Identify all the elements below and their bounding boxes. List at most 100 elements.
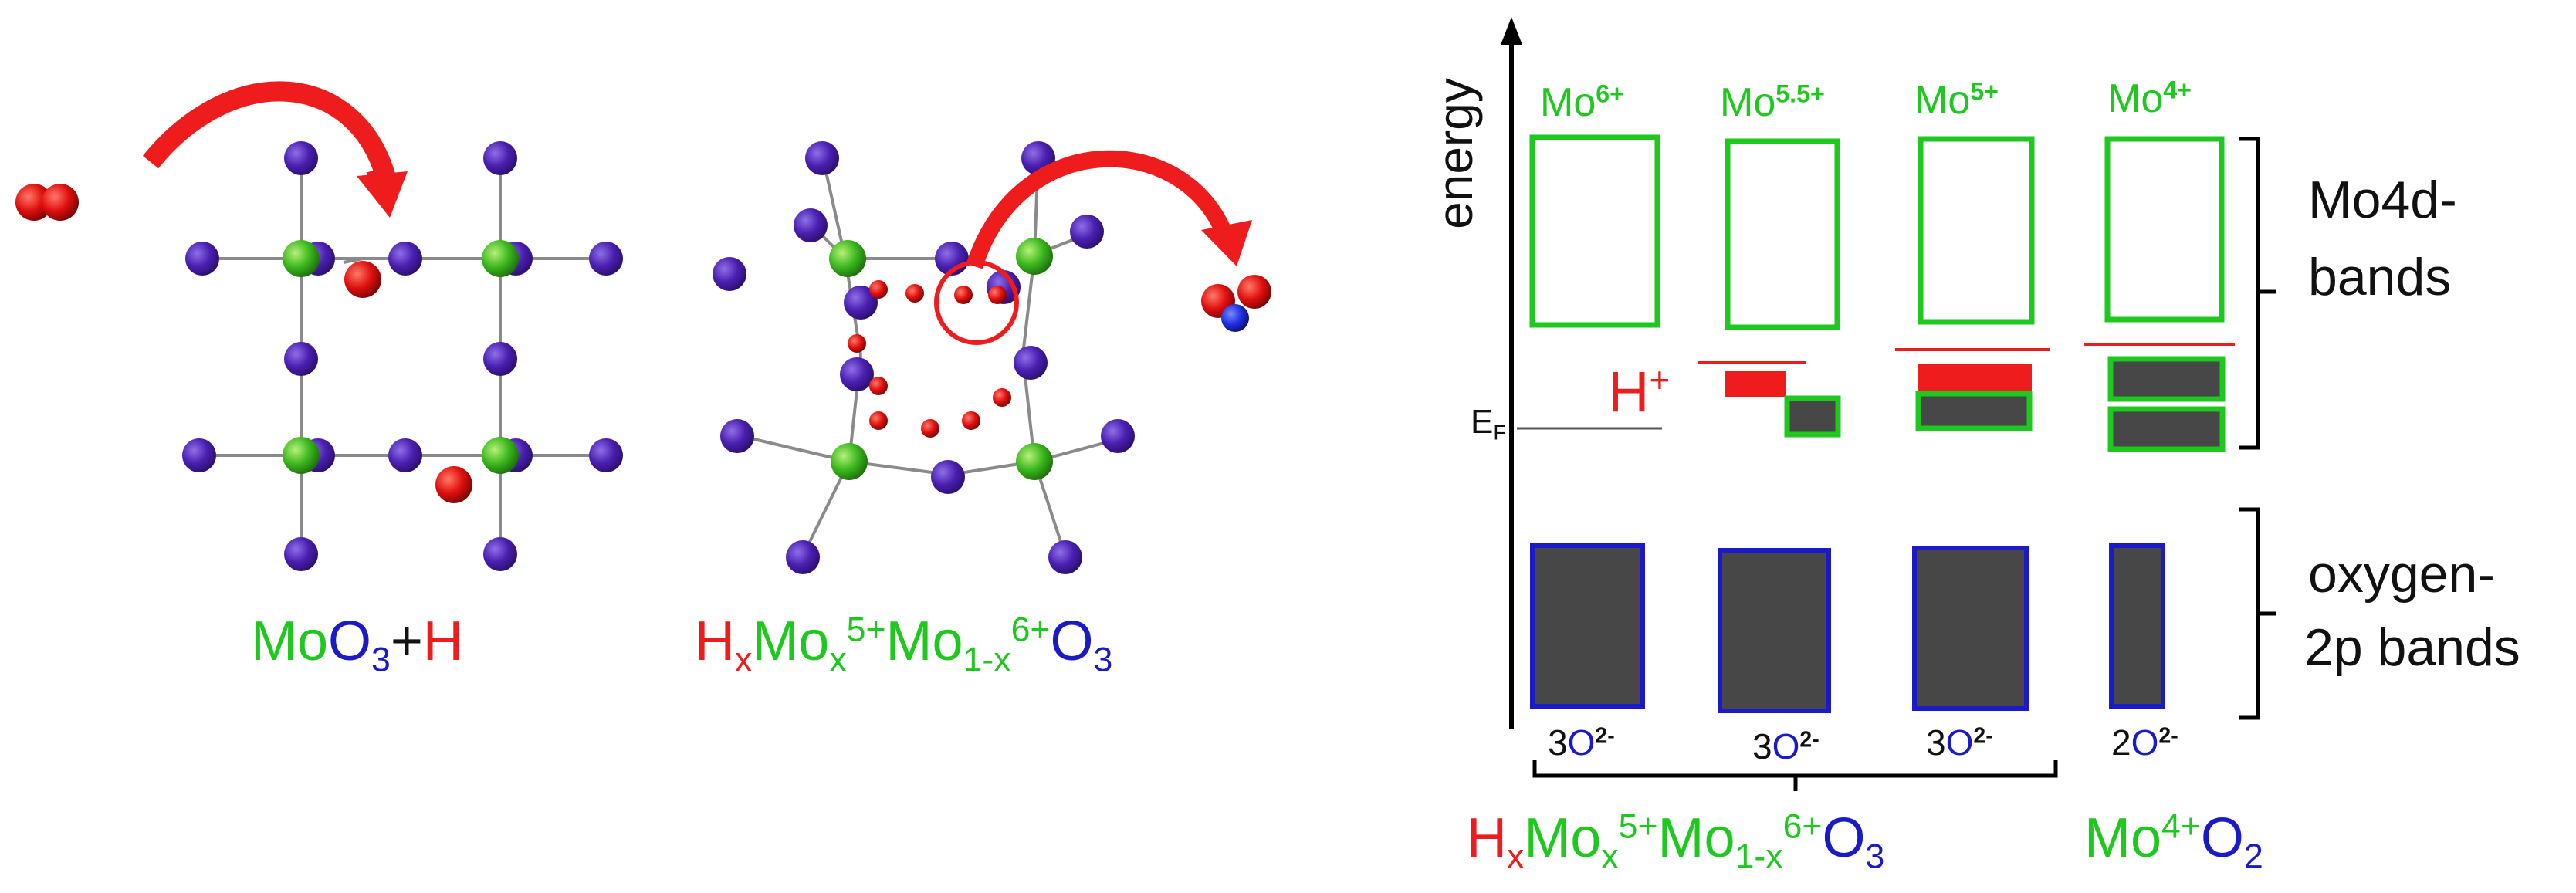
oxygen-atom	[388, 438, 422, 472]
oxygen-symbol: O	[1945, 722, 1974, 763]
oxygen-symbol: O	[1772, 726, 1800, 766]
formula-mo-sub: x	[1601, 837, 1619, 876]
oxygen-symbol: O	[2131, 722, 2159, 763]
formula-mo-sup: 4+	[2161, 807, 2201, 846]
formula-hxmoo3: HxMox5+Mo1-x6+O3	[695, 610, 1112, 679]
oxygen-atom	[483, 141, 517, 175]
proton-state-mo5	[1918, 364, 2032, 391]
formula-h: H	[422, 611, 463, 672]
oxygen-atom	[182, 438, 216, 472]
o2p-band-2	[1718, 548, 1831, 713]
hydrogen-atom	[848, 334, 866, 353]
occupied-d-state-mo4-lower	[2107, 406, 2226, 452]
oxygen-count-label-3: 3O2-	[1926, 722, 1993, 763]
hydrogen-molecule-atom	[42, 184, 79, 221]
mo4d-bands-label-line2: bands	[2308, 248, 2452, 306]
o2p-band-4	[2109, 543, 2165, 709]
water-blue-atom	[1221, 304, 1249, 332]
oxygen-count-label-2: 3O2-	[1752, 726, 1819, 767]
oxidation-sup: 5+	[1970, 77, 1999, 106]
release-arrow-head	[1201, 220, 1252, 266]
oxygen-atom	[589, 438, 623, 472]
oxygen-atom	[1101, 419, 1135, 453]
formula-mo: Mo	[251, 611, 329, 672]
oxygen-atom	[713, 257, 746, 291]
oxygen-atom	[844, 286, 878, 320]
formula-h-sub: x	[1507, 837, 1525, 876]
molybdenum-atom	[482, 437, 519, 474]
oxygen-atom	[284, 537, 318, 571]
occupied-d-state-mo55	[1784, 395, 1841, 438]
formula-h-sub: x	[735, 641, 753, 679]
oxygen-atom	[1014, 346, 1048, 380]
hydrogen-atom	[869, 280, 888, 299]
mo4d-brace	[2239, 137, 2276, 450]
oxygen-atom	[794, 208, 828, 242]
formula-mo-sup: 5+	[1618, 807, 1658, 846]
occupied-d-state-mo4-upper	[2107, 356, 2226, 402]
molybdenum-atom	[829, 240, 866, 277]
oxygen-count-label-4: 2O2-	[2111, 722, 2178, 763]
oxygen-charge: 2-	[1799, 727, 1819, 753]
mo4d-bands-label-line1: Mo4d-	[2308, 171, 2457, 229]
hydrogen-atom	[344, 261, 381, 298]
energy-axis-arrowhead	[1501, 17, 1522, 45]
hydrogen-atom	[993, 388, 1011, 407]
oxidation-mo: Mo	[1540, 80, 1596, 125]
fermi-sub: F	[1493, 420, 1507, 445]
hydrogen-atom	[905, 284, 924, 303]
formula-mo-sup: 6+	[1010, 611, 1051, 649]
bottom-formula-moo2: Mo4+O2	[2084, 807, 2263, 876]
structure-moo3	[15, 81, 623, 571]
oxygen-count: 3	[1926, 722, 1946, 763]
oxygen-atom	[931, 460, 965, 494]
hydrogen-atom	[435, 466, 472, 503]
formula-moo3-plus-h: MoO3+H	[251, 610, 463, 679]
molybdenum-atom	[1016, 443, 1053, 480]
formula-plus: +	[390, 611, 423, 672]
oxygen-atom	[720, 419, 754, 453]
hydrogen-atom	[869, 377, 888, 395]
o2p-band-3	[1912, 546, 2029, 711]
formula-o: O	[2200, 807, 2244, 869]
oxygen-symbol: O	[1567, 722, 1596, 763]
oxygen-charge: 2-	[2158, 723, 2178, 749]
o2p-brace	[2239, 507, 2276, 720]
hydrogen-atom	[962, 411, 980, 430]
fermi-e: E	[1471, 403, 1494, 441]
o2p-band-1	[1530, 543, 1645, 709]
formula-o-sub: 3	[1865, 837, 1885, 876]
oxygen-atom	[1070, 215, 1104, 249]
formula-o-sub: 3	[1093, 641, 1113, 679]
energy-axis-label: energy	[1427, 78, 1483, 229]
oxidation-sup: 5.5+	[1775, 79, 1825, 108]
bottom-brace	[1532, 760, 2058, 791]
molybdenum-atom	[831, 443, 868, 480]
hydrogen-atom	[988, 286, 1007, 304]
mo4d-band-mo5	[1918, 136, 2035, 325]
oxygen-atom	[589, 242, 623, 276]
molybdenum-atom	[283, 437, 320, 474]
formula-o-sub: 2	[2243, 837, 2263, 876]
oxygen-atom	[483, 342, 517, 376]
oxidation-mo: Mo	[1914, 78, 1971, 123]
oxygen-charge: 2-	[1595, 723, 1615, 749]
oxygen-charge: 2-	[1973, 723, 1993, 749]
oxidation-mo: Mo	[1720, 80, 1776, 125]
oxidation-sup: 6+	[1596, 79, 1625, 108]
molybdenum-atom	[482, 240, 519, 277]
insertion-arrow-head	[357, 171, 408, 218]
oxygen-count: 3	[1548, 722, 1568, 763]
o2p-bands-label-line1: oxygen-	[2308, 545, 2495, 604]
release-arrow	[966, 150, 1232, 269]
hydrogen-molecule-atom	[15, 184, 52, 221]
water-hydrogen-atom	[1237, 275, 1271, 309]
formula-mo-sup: 5+	[846, 611, 886, 649]
oxygen-count: 3	[1752, 726, 1772, 766]
formula-mo: Mo	[1524, 807, 1602, 869]
oxidation-label-mo5: Mo5+	[1914, 77, 1999, 123]
mo4d-band-mo6	[1529, 134, 1660, 328]
fermi-level-label: EF	[1471, 403, 1506, 445]
oxygen-atom	[388, 242, 422, 276]
